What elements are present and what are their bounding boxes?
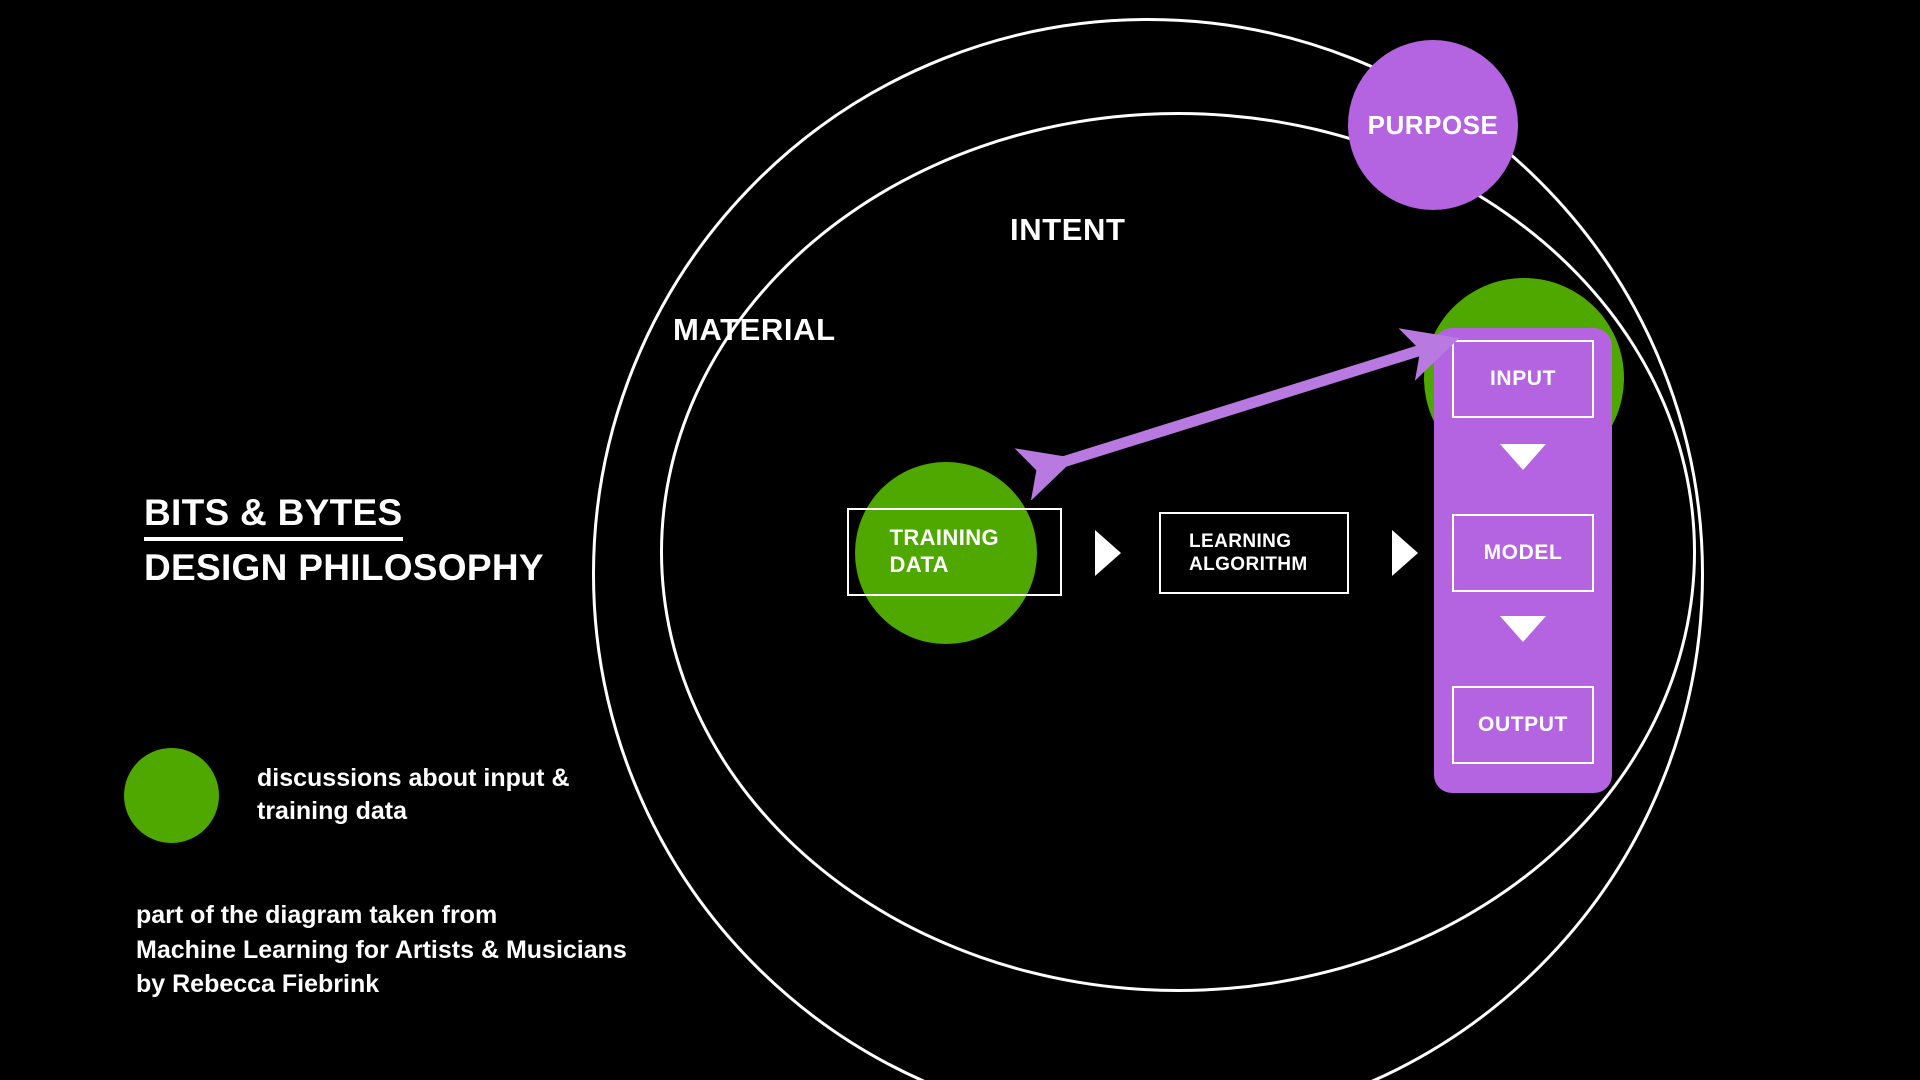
model-column: INPUT MODEL OUTPUT xyxy=(1434,328,1612,793)
flow-arrow-down-icon-1 xyxy=(1500,444,1546,470)
learning-algorithm-label: LEARNING ALGORITHM xyxy=(1189,530,1308,575)
learning-algorithm-box: LEARNING ALGORITHM xyxy=(1159,512,1349,594)
model-box: MODEL xyxy=(1452,514,1594,592)
material-ring-label: MATERIAL xyxy=(673,312,836,347)
attribution-note: part of the diagram taken from Machine L… xyxy=(136,901,627,998)
flow-arrow-right-icon-2 xyxy=(1392,530,1418,576)
page-title-line-2: DESIGN PHILOSOPHY xyxy=(144,547,544,588)
legend-label: discussions about input & training data xyxy=(257,764,570,825)
legend: discussions about input & training data xyxy=(124,748,647,843)
input-label: INPUT xyxy=(1490,367,1556,390)
bidirectional-feedback-arrow-icon xyxy=(1014,328,1460,500)
flow-arrow-down-icon-2 xyxy=(1500,616,1546,642)
model-label: MODEL xyxy=(1483,541,1563,564)
training-data-label: TRAINING DATA xyxy=(889,525,1000,577)
training-data-box: TRAINING DATA xyxy=(847,508,1062,596)
purpose-label: PURPOSE xyxy=(1367,109,1499,140)
output-label: OUTPUT xyxy=(1478,713,1568,736)
flow-arrow-right-icon-1 xyxy=(1095,530,1121,576)
page-title-line-1: BITS & BYTES xyxy=(144,492,403,541)
legend-swatch-green xyxy=(124,748,219,843)
output-box: OUTPUT xyxy=(1452,686,1594,764)
purpose-bubble: PURPOSE xyxy=(1348,40,1518,210)
discussion-blob-training-data xyxy=(855,462,1037,644)
intent-ring-label: INTENT xyxy=(1010,212,1126,247)
page-title: BITS & BYTES DESIGN PHILOSOPHY xyxy=(144,492,544,589)
input-box: INPUT xyxy=(1452,340,1594,418)
